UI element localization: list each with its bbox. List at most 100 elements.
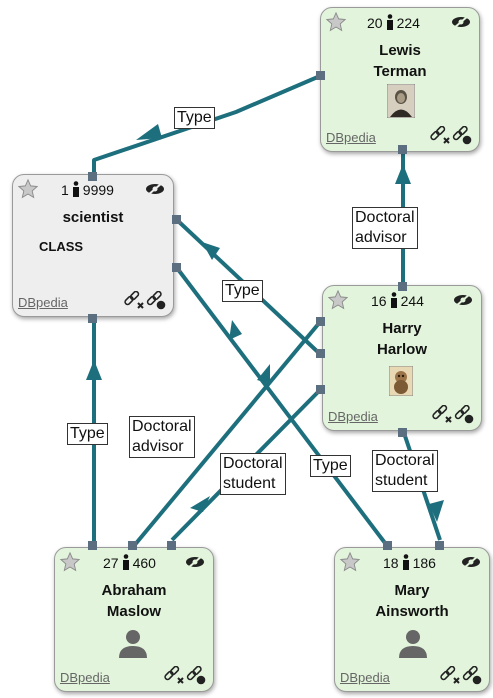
unlink-icon xyxy=(430,126,450,144)
star-icon[interactable] xyxy=(339,551,361,573)
link-actions[interactable] xyxy=(163,666,207,686)
port xyxy=(383,541,392,550)
edge-label-text: advisor xyxy=(132,438,184,455)
port xyxy=(167,541,176,550)
arrowhead xyxy=(429,500,444,522)
class-badge: CLASS xyxy=(39,239,84,254)
link-actions[interactable] xyxy=(123,291,167,311)
eye-hidden-icon[interactable] xyxy=(145,182,165,196)
unlink-icon xyxy=(164,666,184,684)
star-icon[interactable] xyxy=(325,11,347,33)
eye-hidden-icon[interactable] xyxy=(185,555,205,569)
port xyxy=(88,541,97,550)
arrowhead xyxy=(395,164,411,184)
person-icon xyxy=(122,554,129,570)
link-actions[interactable] xyxy=(439,666,483,686)
person-icon xyxy=(402,554,409,570)
link-settings-icon xyxy=(146,291,166,310)
edge-label-doctoral-student[interactable]: Doctoral student xyxy=(372,450,438,492)
source-link[interactable]: DBpedia xyxy=(328,409,378,424)
edge-label-text: Doctoral xyxy=(375,452,435,469)
node-title: scientist xyxy=(62,209,124,226)
node-title-line: Ainsworth xyxy=(375,603,449,620)
person-placeholder-icon xyxy=(399,630,427,658)
link-settings-icon xyxy=(452,126,472,145)
eye-hidden-icon[interactable] xyxy=(453,293,473,307)
edge-label-type[interactable]: Type xyxy=(310,455,351,477)
port xyxy=(88,172,97,181)
out-count: 460 xyxy=(132,555,156,571)
edge-label-text: Type xyxy=(313,457,348,474)
port xyxy=(316,71,325,80)
port xyxy=(172,215,181,224)
source-link[interactable]: DBpedia xyxy=(60,670,110,685)
node-stats: 27 460 xyxy=(103,554,156,571)
source-link[interactable]: DBpedia xyxy=(340,670,390,685)
node-title-line: Abraham xyxy=(101,582,167,599)
port xyxy=(172,263,181,272)
arrowhead xyxy=(257,364,270,384)
port xyxy=(435,541,444,550)
link-settings-icon xyxy=(462,666,482,685)
node-title-line: Lewis xyxy=(379,42,421,59)
photo-thumbnail xyxy=(389,366,413,396)
arrowhead xyxy=(190,496,210,512)
node-title-line: Terman xyxy=(373,63,427,80)
out-count: 224 xyxy=(396,15,420,31)
person-icon xyxy=(386,14,393,30)
unlink-icon xyxy=(432,405,452,423)
edge-label-doctoral-student[interactable]: Doctoral student xyxy=(220,453,286,495)
edge-terman-scientist-type xyxy=(92,74,321,177)
arrowhead xyxy=(229,320,242,340)
link-settings-icon xyxy=(454,405,474,424)
port xyxy=(398,428,407,437)
edge-label-text: advisor xyxy=(355,229,407,246)
link-actions[interactable] xyxy=(429,126,473,146)
arrowhead xyxy=(202,242,220,260)
unlink-icon xyxy=(440,666,460,684)
edge-label-type[interactable]: Type xyxy=(174,107,215,129)
star-icon[interactable] xyxy=(59,551,81,573)
in-count: 27 xyxy=(103,555,119,571)
eye-hidden-icon[interactable] xyxy=(461,555,481,569)
arrowhead xyxy=(136,124,162,140)
source-link[interactable]: DBpedia xyxy=(326,130,376,145)
unlink-icon xyxy=(124,291,144,309)
edge-label-type[interactable]: Type xyxy=(67,423,108,445)
person-placeholder-icon xyxy=(119,630,147,658)
node-title: Mary Ainsworth xyxy=(335,580,489,622)
out-count: 9999 xyxy=(82,182,114,198)
edge-label-text: Doctoral xyxy=(223,455,283,472)
port xyxy=(398,282,407,291)
star-icon[interactable] xyxy=(327,289,349,311)
edge-label-text: student xyxy=(223,475,276,492)
node-title-line: Harlow xyxy=(376,341,427,358)
node-title: Lewis Terman xyxy=(321,40,479,82)
person-icon xyxy=(390,292,397,308)
arrowhead xyxy=(86,360,102,380)
edge-label-type[interactable]: Type xyxy=(222,280,263,302)
port xyxy=(316,317,325,326)
node-lewis-terman[interactable]: 20 224 Lewis Terman DBpedia xyxy=(320,7,480,152)
person-icon xyxy=(72,181,79,197)
source-link[interactable]: DBpedia xyxy=(18,295,68,310)
edge-label-text: Doctoral xyxy=(355,209,415,226)
link-actions[interactable] xyxy=(431,405,475,425)
port xyxy=(398,145,407,154)
edge-label-text: Type xyxy=(70,425,105,442)
edge-label-doctoral-advisor[interactable]: Doctoral advisor xyxy=(352,207,418,249)
port xyxy=(128,541,137,550)
in-count: 20 xyxy=(367,15,383,31)
edge-label-text: Type xyxy=(177,109,212,126)
edge-label-text: student xyxy=(375,472,428,489)
star-icon[interactable] xyxy=(17,178,39,200)
eye-hidden-icon[interactable] xyxy=(451,15,471,29)
